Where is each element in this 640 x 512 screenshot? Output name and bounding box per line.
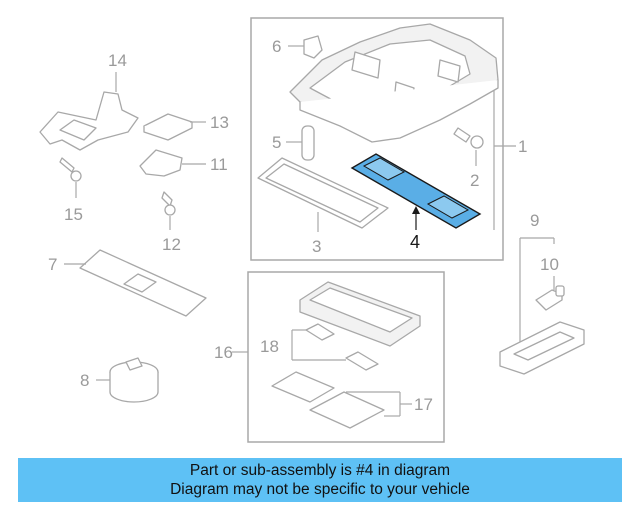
part-14-bracket <box>39 91 139 151</box>
callout-12: 12 <box>162 235 181 254</box>
part-10-bulb <box>535 285 565 311</box>
part-6-socket <box>303 35 323 59</box>
callout-6: 6 <box>272 37 281 56</box>
callout-1: 1 <box>518 137 527 156</box>
callout-10: 10 <box>540 255 559 274</box>
callout-8: 8 <box>80 371 89 390</box>
callout-3: 3 <box>312 237 321 256</box>
part-17-pads <box>271 371 385 429</box>
callout-18: 18 <box>260 337 279 356</box>
part-11-bracket <box>139 149 183 177</box>
callout-7: 7 <box>48 255 57 274</box>
info-banner: Part or sub-assembly is #4 in diagram Di… <box>18 458 622 502</box>
callout-17: 17 <box>414 395 433 414</box>
part-15-screw <box>59 157 82 182</box>
callout-4: 4 <box>410 232 420 252</box>
part-5-bulb <box>301 125 315 161</box>
part-4-highlighted-plate <box>350 153 482 229</box>
callout-14: 14 <box>108 51 127 70</box>
part-8-motor <box>109 357 159 403</box>
banner-line-2: Diagram may not be specific to your vehi… <box>170 481 470 498</box>
banner-line-1: Part or sub-assembly is #4 in diagram <box>189 462 451 479</box>
callout-13: 13 <box>210 113 229 132</box>
group-box-upper <box>250 17 504 261</box>
callout-16: 16 <box>214 343 233 362</box>
part-12-screw <box>161 191 176 216</box>
callout-11: 11 <box>210 155 228 174</box>
callout-5: 5 <box>272 133 281 152</box>
part-2-screw <box>453 127 484 149</box>
part-7-long-pad <box>79 249 207 317</box>
callout-9: 9 <box>530 211 539 230</box>
part-3-pad <box>257 157 389 229</box>
part-1-console-housing <box>289 23 499 143</box>
group-box-lower <box>247 271 445 443</box>
part-13-small-pad <box>143 113 193 141</box>
callout-2: 2 <box>470 171 479 190</box>
part-18-bulbs <box>305 323 379 371</box>
part-16-lens-cover <box>299 281 421 347</box>
callout-15: 15 <box>64 205 83 224</box>
part-9-map-light <box>499 321 585 375</box>
